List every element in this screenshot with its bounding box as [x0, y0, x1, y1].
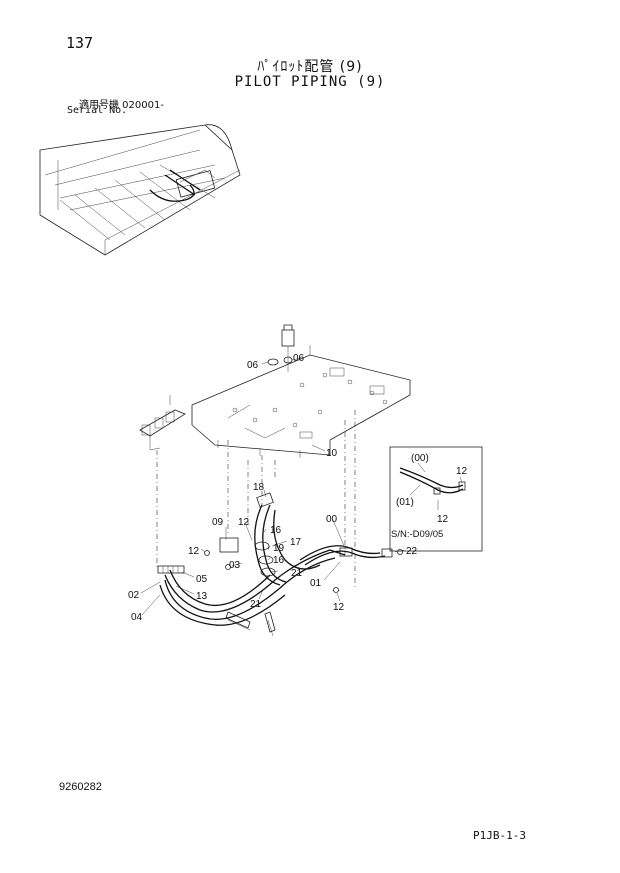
inset-callout-00: (00)	[411, 453, 429, 464]
sheet-id: P1JB-1-3	[473, 829, 526, 842]
title-english: PILOT PIPING (9)	[234, 74, 386, 90]
callout-18: 18	[253, 482, 265, 493]
callout-17: 17	[290, 537, 302, 548]
callout-01: 01	[310, 578, 322, 589]
floor-plate	[191, 345, 411, 458]
inset-serial-note: S/N:-D09/05	[391, 529, 443, 540]
callout-12-bottom: 12	[333, 602, 345, 613]
inset-detail-box	[389, 446, 483, 552]
callout-06-right: 06	[293, 353, 305, 364]
callout-04: 04	[131, 612, 143, 623]
callout-09: 09	[212, 517, 224, 528]
callout-labels: 06 06 10 18 09 12 16 17 19 16 12 03 21 2…	[128, 353, 468, 623]
callout-02: 02	[128, 590, 140, 601]
title-japanese: ﾊﾟｲﾛｯﾄ配管 (9)	[257, 59, 363, 75]
callout-12-upper: 12	[238, 517, 250, 528]
inset-callout-12-top: 12	[456, 466, 468, 477]
callout-16-upper: 16	[270, 525, 282, 536]
callout-12-left: 12	[188, 546, 200, 557]
serial-label-english: Serial No.	[67, 105, 128, 116]
callout-05: 05	[196, 574, 208, 585]
callout-21-right: 21	[291, 568, 303, 579]
hose-assembly	[157, 492, 403, 637]
pilot-valve-top	[267, 324, 295, 372]
callout-06-left: 06	[247, 360, 259, 371]
callout-03: 03	[229, 560, 241, 571]
document-number: 9260282	[59, 781, 102, 793]
leader-lines	[140, 357, 405, 616]
callout-19: 19	[273, 543, 285, 554]
callout-21-lower: 21	[250, 599, 262, 610]
inset-callout-12-bottom: 12	[437, 514, 449, 525]
machine-overview-sketch	[39, 124, 241, 256]
callout-13: 13	[196, 591, 208, 602]
leader-dash-lines	[156, 410, 356, 590]
serial-label-japanese: 適用号機 020001-	[79, 100, 164, 111]
callout-10: 10	[326, 448, 338, 459]
callout-00: 00	[326, 514, 338, 525]
callout-16-lower: 16	[273, 555, 285, 566]
left-bracket	[139, 395, 186, 451]
inset-callout-01: (01)	[396, 497, 414, 508]
callout-22: 22	[406, 546, 418, 557]
page-number: 137	[66, 34, 94, 52]
